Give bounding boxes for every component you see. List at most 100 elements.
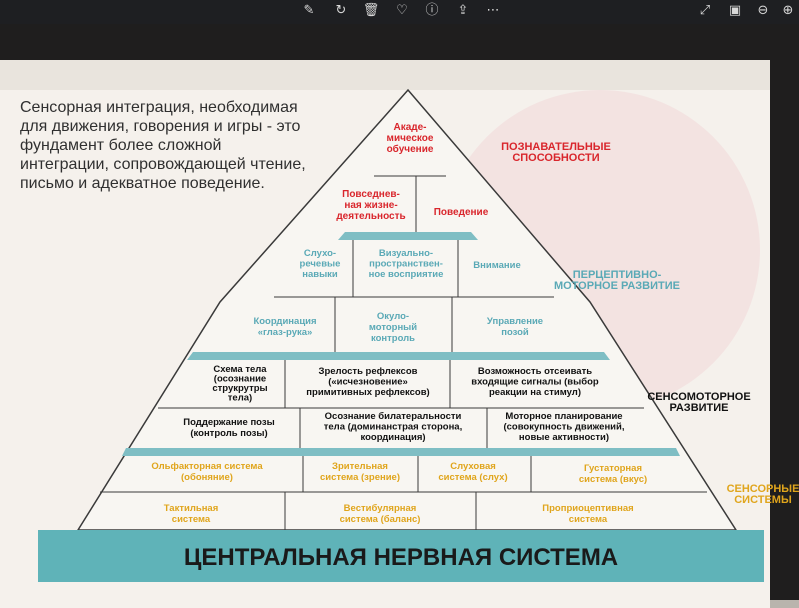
cell-visual-spatial: Визуально-пространствен-ное восприятие xyxy=(369,248,444,280)
cell-text-line: реакции на стимул) xyxy=(489,387,581,398)
cell-text-line: новые активности) xyxy=(519,432,609,443)
cell-text-line: контроль xyxy=(371,333,415,344)
cell-text-line: пространствен- xyxy=(369,259,443,270)
cell-text-line: Окуло- xyxy=(377,311,409,322)
cell-text-line: МОТОРНОЕ РАЗВИТИЕ xyxy=(554,280,680,292)
cell-text-line: ная жизне- xyxy=(344,200,397,211)
cell-text-line: Моторное планирование xyxy=(505,411,622,422)
cell-text-line: РАЗВИТИЕ xyxy=(669,402,728,414)
cell-text-line: Координация xyxy=(253,316,316,327)
cell-text-line: ПОЗНАВАТЕЛЬНЫЕ xyxy=(501,141,611,153)
cell-eye-hand: Координация«глаз-рука» xyxy=(253,316,316,338)
label-perceptual: ПЕРЦЕПТИВНО-МОТОРНОЕ РАЗВИТИЕ xyxy=(554,269,680,292)
base-label: ЦЕНТРАЛЬНАЯ НЕРВНАЯ СИСТЕМА xyxy=(184,544,618,571)
cell-posture-hold: Поддержание позы(контроль позы) xyxy=(183,417,274,439)
cell-text-line: примитивных рефлексов) xyxy=(306,387,429,398)
cell-text-line: тела (доминанстрая сторона, xyxy=(324,422,462,433)
cell-text-line: Акаде- xyxy=(393,122,426,133)
cell-dividers xyxy=(284,176,532,530)
cell-text-line: моторный xyxy=(369,322,417,333)
cell-daily-life: Повседнев-ная жизне-деятельность xyxy=(336,189,405,222)
cell-text-line: Слухо- xyxy=(304,248,336,259)
cell-text-line: обучение xyxy=(387,143,434,155)
base-bar xyxy=(38,530,764,582)
cell-text-line: навыки xyxy=(302,269,338,280)
cell-text-line: система xyxy=(172,514,211,525)
cell-text-line: система (зрение) xyxy=(320,472,400,483)
cell-text-line: Зрительная xyxy=(332,461,388,472)
cell-text-line: Возможность отсеивать xyxy=(478,366,592,377)
cell-text-line: СПОСОБНОСТИ xyxy=(512,152,599,164)
band-perceptual xyxy=(187,352,610,360)
cell-text-line: Зрелость рефлексов xyxy=(319,366,418,377)
cell-text-line: система (вкус) xyxy=(579,474,647,485)
cell-text-line: входящие сигналы (выбор xyxy=(471,377,599,388)
band-sensorimotor xyxy=(122,448,680,456)
cell-text-line: Ольфакторная система xyxy=(151,461,263,472)
pyramid-diagram: ЦЕНТРАЛЬНАЯ НЕРВНАЯ СИСТЕМА Акаде-мическ… xyxy=(38,88,799,582)
viewer-toolbar: ✎ ↻ 🗑 ♡ ⓘ ⇪ ⋯ ⤢ ▣ ⊖ ⊕ xyxy=(0,0,799,24)
cell-text-line: Слуховая xyxy=(450,461,496,472)
cell-text-line: («исчезновение» xyxy=(328,377,408,388)
cell-text-line: Визуально- xyxy=(379,248,433,259)
cell-text-line: Внимание xyxy=(473,260,521,271)
edit-icon[interactable]: ✎ xyxy=(303,3,315,18)
cell-text-line: деятельность xyxy=(336,211,405,222)
cell-text-line: система xyxy=(569,514,608,525)
intro-text: Сенсорная интеграция, необходимая для дв… xyxy=(20,99,306,192)
expand-icon[interactable]: ⤢ xyxy=(699,3,711,18)
cell-text-line: Поддержание позы xyxy=(183,417,274,428)
cell-text-line: Схема тела xyxy=(213,364,267,375)
zoom-in-icon[interactable]: ⊕ xyxy=(782,3,794,18)
cell-attention: Внимание xyxy=(473,260,521,271)
rotate-icon[interactable]: ↻ xyxy=(335,3,347,18)
more-icon[interactable]: ⋯ xyxy=(486,3,500,18)
cell-text-line: система (слух) xyxy=(438,472,507,483)
cell-text-line: СЕНСОМОТОРНОЕ xyxy=(647,391,750,403)
cell-text-line: система (баланс) xyxy=(340,514,421,525)
cell-text-line: (обоняние) xyxy=(181,472,233,483)
cell-text-line: Поведение xyxy=(434,207,489,218)
cell-motor-planning: Моторное планирование(совокупность движе… xyxy=(503,411,624,443)
delete-icon[interactable]: 🗑 xyxy=(362,3,380,18)
cell-text-line: Проприоцептивная xyxy=(542,503,633,514)
cell-text-line: Тактильная xyxy=(164,503,219,514)
slide-header-band xyxy=(0,60,770,90)
share-icon[interactable]: ⇪ xyxy=(457,3,469,18)
cell-text-line: ПЕРЦЕПТИВНО- xyxy=(573,269,662,281)
cell-text-line: Повседнев- xyxy=(342,189,400,200)
cell-reflexes: Зрелость рефлексов(«исчезновение»примити… xyxy=(306,366,429,398)
fit-icon[interactable]: ▣ xyxy=(728,3,742,18)
cell-text-line: ное восприятие xyxy=(369,269,444,280)
info-icon[interactable]: ⓘ xyxy=(425,3,439,18)
cell-text-line: речевые xyxy=(300,259,341,270)
row-lines xyxy=(100,175,707,493)
cell-text-line: тела) xyxy=(228,393,252,404)
cell-text-line: координация) xyxy=(360,432,425,443)
cell-text-line: Управление xyxy=(487,316,543,327)
cell-behavior: Поведение xyxy=(434,207,489,218)
cell-text-line: мическое xyxy=(387,133,434,144)
cell-text-line: Вестибулярная xyxy=(344,503,417,514)
cell-text-line: (совокупность движений, xyxy=(503,422,624,433)
cell-olfactory: Ольфакторная система(обоняние) xyxy=(151,461,263,483)
favorite-icon[interactable]: ♡ xyxy=(396,3,408,18)
band-cognitive xyxy=(338,232,478,240)
cell-text-line: струкрутры xyxy=(212,383,267,394)
zoom-out-icon[interactable]: ⊖ xyxy=(757,3,769,18)
cell-text-line: Осознание билатеральности xyxy=(325,411,462,422)
cell-text-line: (осознание xyxy=(214,374,266,385)
